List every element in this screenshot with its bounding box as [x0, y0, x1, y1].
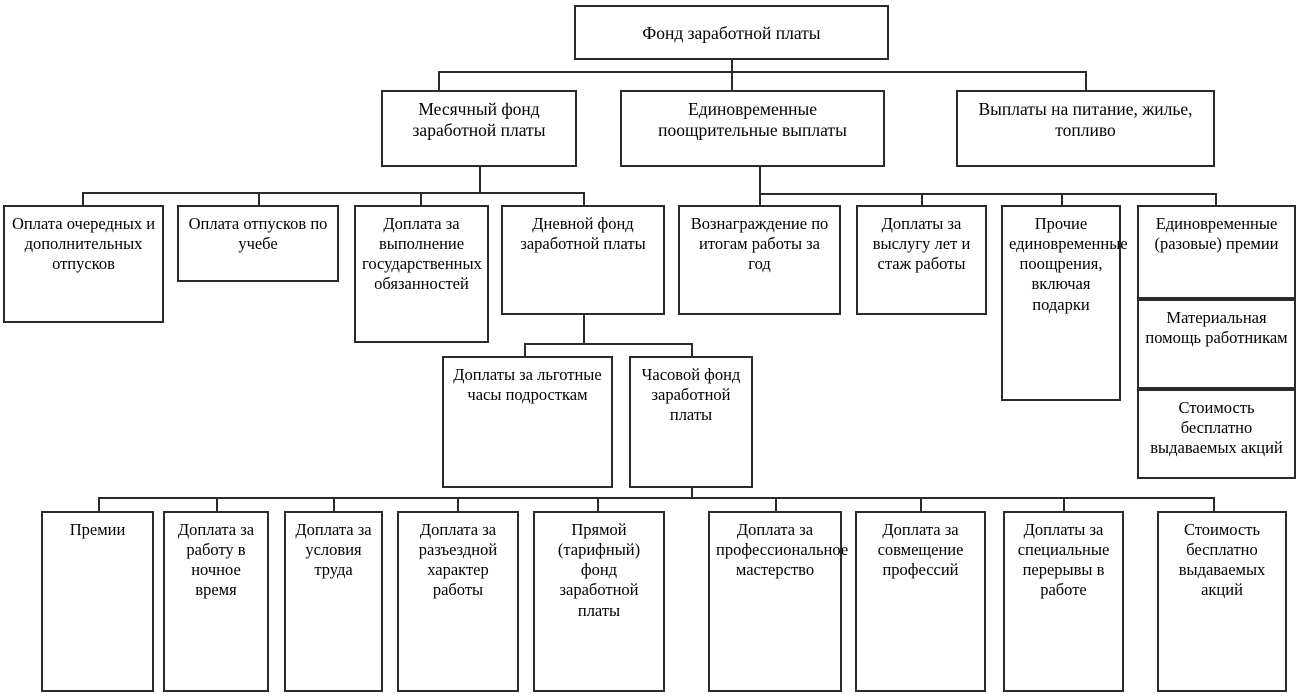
node-hourly-fund-label: Часовой фонд заработной платы	[641, 365, 741, 425]
connector-hourly-stem	[691, 485, 693, 497]
node-study-leave-label: Оплата отпусков по учебе	[188, 214, 328, 254]
node-bonuses[interactable]: Премии	[41, 511, 154, 692]
connector-level2-bus	[438, 71, 1086, 73]
node-one-time-incentive-label: Единовременные поощрительные выплаты	[658, 99, 847, 141]
node-teen-hours[interactable]: Доплаты за льготные часы подросткам	[442, 356, 613, 488]
node-state-duties[interactable]: Доплата за выполнение государственных об…	[354, 205, 489, 343]
node-professional-skill[interactable]: Доплата за профессиональное мастерство	[708, 511, 849, 692]
node-seniority-pay-label: Доплаты за выслугу лет и стаж работы	[872, 214, 971, 274]
node-professional-skill-label: Доплата за профессиональное мастерство	[716, 520, 849, 580]
connector-level3-right-bus	[759, 193, 1215, 195]
connector-root-stem	[731, 59, 733, 72]
node-direct-tariff-fund-label: Прямой (тарифный) фонд заработной платы	[557, 520, 641, 620]
node-travelling-nature-label: Доплата за разъездной характер работы	[418, 520, 498, 600]
connector-level5-drop-4	[457, 497, 459, 511]
connector-level5-drop-3	[333, 497, 335, 511]
connector-level3-left-drop-3	[420, 192, 422, 205]
connector-daily-stem	[583, 315, 585, 343]
connector-level4-drop-1	[524, 343, 526, 356]
node-daily-fund-label: Дневной фонд заработной платы	[520, 214, 646, 254]
node-material-aid-label: Материальная помощь работникам	[1145, 308, 1288, 348]
connector-level5-bus	[98, 497, 1213, 499]
connector-level2-drop-3	[1085, 71, 1087, 90]
node-free-shares-cost[interactable]: Стоимость бесплатно выдаваемых акций	[1157, 511, 1287, 692]
node-night-work-label: Доплата за работу в ночное время	[177, 520, 255, 600]
node-special-breaks-label: Доплаты за специальные перерывы в работе	[1017, 520, 1110, 600]
node-regular-leave-label: Оплата очередных и дополнительных отпуск…	[11, 214, 156, 274]
node-regular-leave[interactable]: Оплата очередных и дополнительных отпуск…	[3, 205, 164, 323]
node-combining-professions-label: Доплата за совмещение профессий	[877, 520, 964, 580]
connector-level5-drop-7	[920, 497, 922, 511]
connector-level5-drop-6	[775, 497, 777, 511]
node-other-one-time[interactable]: Прочие единовременные поощрения, включая…	[1001, 205, 1128, 401]
connector-monthly-stem	[479, 166, 481, 192]
connector-level2-drop-2	[731, 71, 733, 90]
node-hourly-fund[interactable]: Часовой фонд заработной платы	[629, 356, 753, 488]
connector-level5-drop-2	[216, 497, 218, 511]
node-combining-professions[interactable]: Доплата за совмещение профессий	[855, 511, 986, 692]
connector-level3-right-drop-2	[921, 193, 923, 205]
connector-level3-left-drop-1	[82, 192, 84, 205]
connector-level3-left-bus	[82, 192, 583, 194]
connector-onetime-stem	[759, 166, 761, 193]
node-monthly-fund-label: Месячный фонд заработной платы	[412, 99, 546, 141]
node-special-breaks[interactable]: Доплаты за специальные перерывы в работе	[1003, 511, 1124, 692]
node-free-shares-cost-label: Стоимость бесплатно выдаваемых акций	[1178, 520, 1266, 600]
node-free-shares-value[interactable]: Стоимость бесплатно выдаваемых акций	[1137, 389, 1296, 479]
connector-level3-left-drop-2	[258, 192, 260, 205]
node-teen-hours-label: Доплаты за льготные часы подросткам	[453, 365, 602, 405]
connector-level4-bus	[524, 343, 691, 345]
connector-level5-drop-9	[1213, 497, 1215, 511]
node-travelling-nature[interactable]: Доплата за разъездной характер работы	[397, 511, 519, 692]
connector-level4-drop-2	[691, 343, 693, 356]
node-monthly-fund[interactable]: Месячный фонд заработной платы	[381, 90, 577, 167]
connector-level3-right-drop-3	[1061, 193, 1063, 205]
connector-level2-drop-1	[438, 71, 440, 90]
node-one-time-premiums-label: Единовременные (разовые) премии	[1154, 214, 1279, 254]
node-seniority-pay[interactable]: Доплаты за выслугу лет и стаж работы	[856, 205, 987, 315]
node-annual-bonus-label: Вознаграждение по итогам работы за год	[690, 214, 829, 274]
connector-level5-drop-1	[98, 497, 100, 511]
node-one-time-incentive[interactable]: Единовременные поощрительные выплаты	[620, 90, 885, 167]
connector-level3-left-drop-4	[583, 192, 585, 205]
node-meals-housing-fuel-label: Выплаты на питание, жилье, топливо	[978, 99, 1193, 141]
node-state-duties-label: Доплата за выполнение государственных об…	[362, 214, 482, 294]
connector-level3-right-drop-4	[1215, 193, 1217, 205]
node-study-leave[interactable]: Оплата отпусков по учебе	[177, 205, 339, 282]
node-night-work[interactable]: Доплата за работу в ночное время	[163, 511, 269, 692]
node-root-label: Фонд заработной платы	[642, 23, 821, 44]
node-material-aid[interactable]: Материальная помощь работникам	[1137, 299, 1296, 389]
connector-level5-drop-5	[597, 497, 599, 511]
connector-level3-right-drop-1	[759, 193, 761, 205]
node-root[interactable]: Фонд заработной платы	[574, 5, 889, 60]
node-annual-bonus[interactable]: Вознаграждение по итогам работы за год	[678, 205, 841, 315]
node-bonuses-label: Премии	[69, 520, 126, 539]
node-one-time-premiums[interactable]: Единовременные (разовые) премии	[1137, 205, 1296, 299]
node-free-shares-value-label: Стоимость бесплатно выдаваемых акций	[1150, 398, 1283, 458]
node-direct-tariff-fund[interactable]: Прямой (тарифный) фонд заработной платы	[533, 511, 665, 692]
connector-level5-drop-8	[1063, 497, 1065, 511]
node-working-conditions[interactable]: Доплата за условия труда	[284, 511, 383, 692]
node-other-one-time-label: Прочие единовременные поощрения, включая…	[1009, 214, 1128, 314]
node-daily-fund[interactable]: Дневной фонд заработной платы	[501, 205, 665, 315]
node-meals-housing-fuel[interactable]: Выплаты на питание, жилье, топливо	[956, 90, 1215, 167]
node-working-conditions-label: Доплата за условия труда	[295, 520, 372, 580]
